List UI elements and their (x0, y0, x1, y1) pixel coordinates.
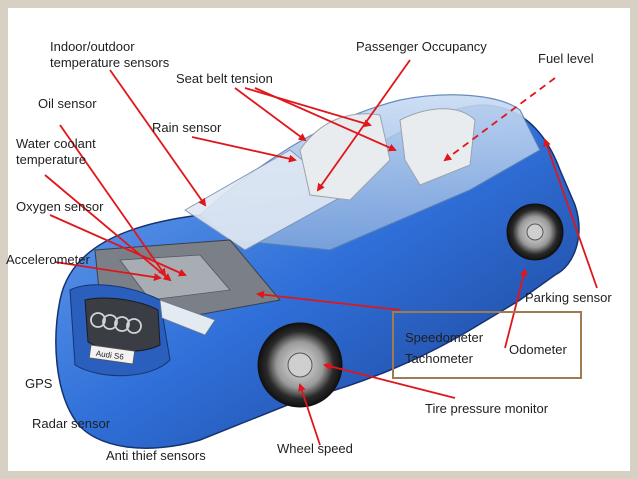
arrow-oil-sensor (59, 124, 167, 277)
label-wheel-speed: Wheel speed (277, 441, 353, 456)
arrow-seat-belt-3 (254, 87, 397, 152)
arrow-water-coolant (44, 174, 172, 282)
arrow-seat-belt-1 (234, 87, 307, 142)
label-accelerometer: Accelerometer (6, 252, 90, 267)
annotation-arrows (44, 59, 598, 446)
arrow-seat-belt-2 (244, 87, 372, 128)
label-speedometer: Speedometer (405, 330, 484, 345)
front-grille (84, 297, 161, 352)
label-oxygen-sensor: Oxygen sensor (16, 199, 104, 214)
car-illustration: Audi S6 (55, 94, 580, 449)
arrow-wheel-speed (298, 383, 321, 446)
label-oil-sensor: Oil sensor (38, 96, 97, 111)
arrow-accelerometer (54, 261, 162, 282)
front-wheel-hub (287, 352, 313, 378)
label-gps: GPS (25, 376, 53, 391)
label-indoor-outdoor: Indoor/outdoor temperature sensors (50, 39, 170, 70)
label-odometer: Odometer (509, 342, 567, 357)
label-radar-sensor: Radar sensor (32, 416, 111, 431)
label-water-coolant: Water coolant temperature (16, 136, 96, 167)
instrument-cluster-box (392, 311, 582, 379)
license-plate-text: Audi S6 (95, 349, 125, 362)
arrow-rain-sensor (191, 136, 297, 163)
label-tachometer: Tachometer (405, 351, 473, 366)
arrow-odometer (504, 268, 528, 349)
arrow-fuel-level (443, 77, 556, 162)
label-passenger-occupancy: Passenger Occupancy (356, 39, 487, 54)
arrow-passenger (316, 59, 411, 192)
rear-wheel-hub (526, 223, 544, 241)
engine-details (119, 254, 231, 301)
label-parking-sensor: Parking sensor (525, 290, 612, 305)
headlight (159, 299, 216, 336)
label-tire-pressure: Tire pressure monitor (425, 401, 549, 416)
label-seat-belt: Seat belt tension (176, 71, 273, 86)
arrow-parking (543, 138, 598, 289)
arrow-indoor-outdoor (109, 69, 207, 207)
grille-rings (90, 312, 142, 334)
label-rain-sensor: Rain sensor (152, 120, 222, 135)
license-plate (88, 344, 136, 365)
arrow-speedometer (256, 290, 401, 311)
label-fuel-level: Fuel level (538, 51, 594, 66)
seats (299, 108, 476, 201)
arrow-oxygen (49, 214, 187, 277)
arrow-tire-pressure (323, 362, 456, 399)
label-anti-thief: Anti thief sensors (106, 448, 206, 463)
